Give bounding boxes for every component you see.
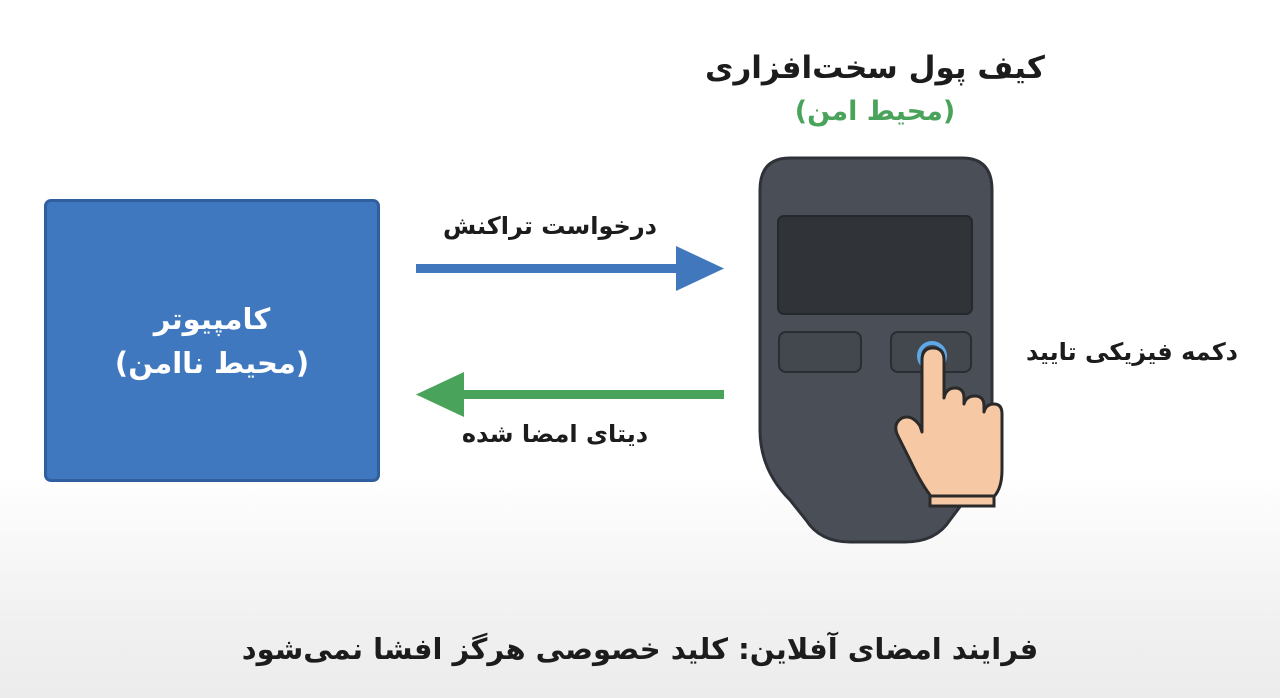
wallet-title: کیف پول سخت‌افزاری [705,50,1045,86]
computer-box: کامپیوتر (محیط ناامن) [44,199,380,482]
computer-environment: (محیط ناامن) [114,345,310,380]
footer-caption: فرایند امضای آفلاین: کلید خصوصی هرگز افش… [241,632,1039,666]
confirm-button-label: دکمه فیزیکی تایید [1025,338,1238,366]
signed-data-arrow [416,372,724,417]
device-left-button [778,331,862,373]
computer-title: کامپیوتر [153,301,271,336]
signed-data-label: دیتای امضا شده [461,420,649,448]
pointing-hand-icon [894,346,1004,508]
wallet-environment: (محیط امن) [794,96,956,127]
device-screen [777,215,973,315]
request-label: درخواست تراکنش [443,212,657,240]
request-arrow [416,246,724,291]
